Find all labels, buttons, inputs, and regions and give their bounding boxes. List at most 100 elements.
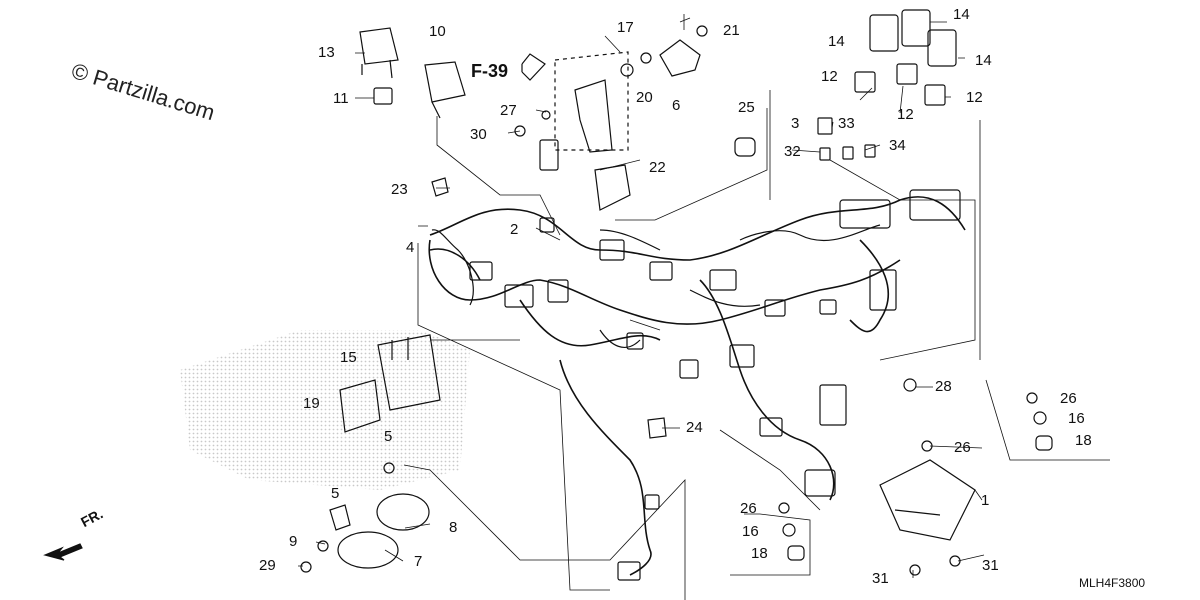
rubber-mount xyxy=(1035,435,1053,451)
callout-13[interactable]: 13 xyxy=(318,44,335,61)
washer xyxy=(1033,411,1047,425)
callout-4[interactable]: 4 xyxy=(406,239,415,256)
callout-16[interactable]: 16 xyxy=(742,523,759,540)
callout-33[interactable]: 33 xyxy=(838,115,855,132)
callout-30[interactable]: 30 xyxy=(470,126,487,143)
horn-bracket xyxy=(329,504,351,531)
rubber-mount xyxy=(787,545,805,561)
connector xyxy=(869,269,897,311)
control-unit xyxy=(377,334,441,411)
callout-12[interactable]: 12 xyxy=(821,68,838,85)
clip xyxy=(431,177,449,197)
connector xyxy=(819,384,847,426)
callout-12[interactable]: 12 xyxy=(966,89,983,106)
relay-large xyxy=(927,29,957,67)
reference-label: F-39 xyxy=(471,61,509,81)
clamp xyxy=(594,164,631,211)
callout-20[interactable]: 20 xyxy=(636,89,653,106)
wire-harness-outline xyxy=(431,224,881,348)
bolt-head xyxy=(300,561,312,573)
connector xyxy=(644,494,660,510)
callout-34[interactable]: 34 xyxy=(889,137,906,154)
callout-24[interactable]: 24 xyxy=(686,419,703,436)
callout-2[interactable]: 2 xyxy=(510,221,519,238)
connector xyxy=(617,561,641,581)
reference-arrow xyxy=(521,53,546,81)
nut xyxy=(778,502,790,514)
callout-18[interactable]: 18 xyxy=(1075,432,1092,449)
connector xyxy=(839,199,891,229)
callout-16[interactable]: 16 xyxy=(1068,410,1085,427)
mount-bracket xyxy=(339,379,381,433)
callout-5[interactable]: 5 xyxy=(384,428,393,445)
relay-small xyxy=(373,87,393,105)
callout-7[interactable]: 7 xyxy=(414,553,423,570)
fuse xyxy=(817,117,833,135)
bolt-head xyxy=(909,564,921,576)
callout-14[interactable]: 14 xyxy=(953,6,970,23)
callout-14[interactable]: 14 xyxy=(975,52,992,69)
callout-32[interactable]: 32 xyxy=(784,143,801,160)
nut xyxy=(1026,392,1038,404)
callout-23[interactable]: 23 xyxy=(391,181,408,198)
bolt-head xyxy=(696,25,708,37)
sensor xyxy=(659,39,701,77)
fuse xyxy=(864,144,876,158)
connector xyxy=(599,239,625,261)
frame-silhouette xyxy=(180,330,470,490)
connector xyxy=(909,189,961,221)
connector xyxy=(804,469,836,497)
callout-26[interactable]: 26 xyxy=(740,500,757,517)
callout-17[interactable]: 17 xyxy=(617,19,634,36)
relay-small xyxy=(924,84,946,106)
callout-31[interactable]: 31 xyxy=(982,557,999,574)
callout-8[interactable]: 8 xyxy=(449,519,458,536)
regulator xyxy=(879,459,976,541)
washer xyxy=(782,523,796,537)
callout-25[interactable]: 25 xyxy=(738,99,755,116)
callout-5[interactable]: 5 xyxy=(331,485,340,502)
callout-28[interactable]: 28 xyxy=(935,378,952,395)
callout-29[interactable]: 29 xyxy=(259,557,276,574)
callout-12[interactable]: 12 xyxy=(897,106,914,123)
bracket xyxy=(574,79,613,153)
callout-3[interactable]: 3 xyxy=(791,115,800,132)
relay-small xyxy=(896,63,918,85)
bolt-head xyxy=(514,125,526,137)
callout-21[interactable]: 21 xyxy=(723,22,740,39)
callout-27[interactable]: 27 xyxy=(500,102,517,119)
callout-10[interactable]: 10 xyxy=(429,23,446,40)
horn xyxy=(376,493,430,531)
callout-9[interactable]: 9 xyxy=(289,533,298,550)
callout-6[interactable]: 6 xyxy=(672,97,681,114)
diagram-code: MLH4F3800 xyxy=(1079,576,1146,590)
callout-15[interactable]: 15 xyxy=(340,349,357,366)
callout-22[interactable]: 22 xyxy=(649,159,666,176)
callout-19[interactable]: 19 xyxy=(303,395,320,412)
callout-26[interactable]: 26 xyxy=(954,439,971,456)
connector xyxy=(679,359,699,379)
bolt-head xyxy=(317,540,329,552)
connector xyxy=(539,217,555,233)
bolt-head xyxy=(949,555,961,567)
connector xyxy=(539,139,559,171)
grommet xyxy=(734,137,756,157)
connector xyxy=(547,279,569,303)
callout-26[interactable]: 26 xyxy=(1060,390,1077,407)
connector xyxy=(504,284,534,308)
washer xyxy=(620,63,634,77)
clip xyxy=(647,417,667,439)
connector xyxy=(759,417,783,437)
callout-1[interactable]: 1 xyxy=(981,492,990,509)
callout-31[interactable]: 31 xyxy=(872,570,889,587)
connector xyxy=(626,332,644,350)
connector xyxy=(469,261,493,281)
callout-18[interactable]: 18 xyxy=(751,545,768,562)
callout-14[interactable]: 14 xyxy=(828,33,845,50)
fuse xyxy=(842,146,854,160)
connector xyxy=(819,299,837,315)
connector xyxy=(709,269,737,291)
callout-11[interactable]: 11 xyxy=(333,90,349,107)
horn xyxy=(337,531,399,569)
